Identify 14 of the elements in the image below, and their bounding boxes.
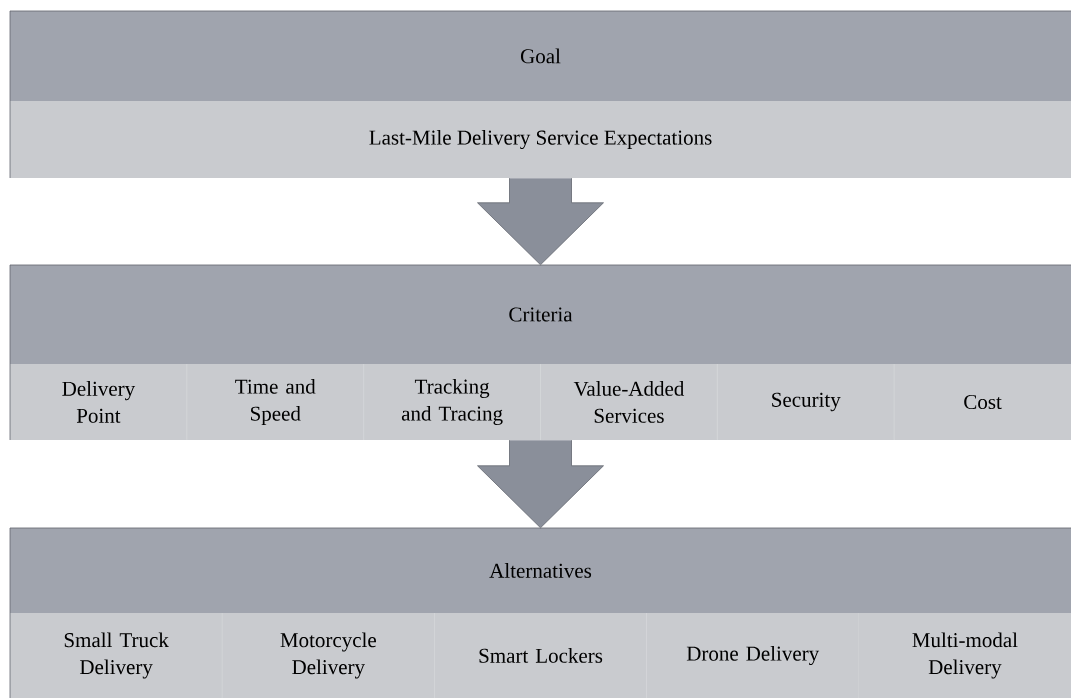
criterion-cell: Drone Delivery: [686, 645, 820, 666]
block-arrow: [477, 439, 604, 529]
criterion-cell: Cost: [964, 394, 1002, 410]
criterion-cell: Tracking and Tracing: [401, 378, 503, 426]
criterion-cell: Time and Speed: [235, 378, 316, 425]
criterion-cell: Security: [772, 392, 841, 412]
criterion-cell: Delivery Point: [62, 381, 136, 423]
criterion-cell: Value-Added Services: [573, 381, 685, 423]
criterion-cell: Motorcycle Delivery: [280, 632, 376, 679]
criterion-cell: Multi-modal Delivery: [912, 632, 1018, 679]
block-arrow: [477, 177, 604, 266]
tier-block: Goal Last-Mile Delivery Service Expectations: [9, 10, 1071, 179]
criterion-cell: Small Truck Delivery: [64, 632, 169, 679]
criterion-cell: Smart Lockers: [479, 648, 603, 663]
